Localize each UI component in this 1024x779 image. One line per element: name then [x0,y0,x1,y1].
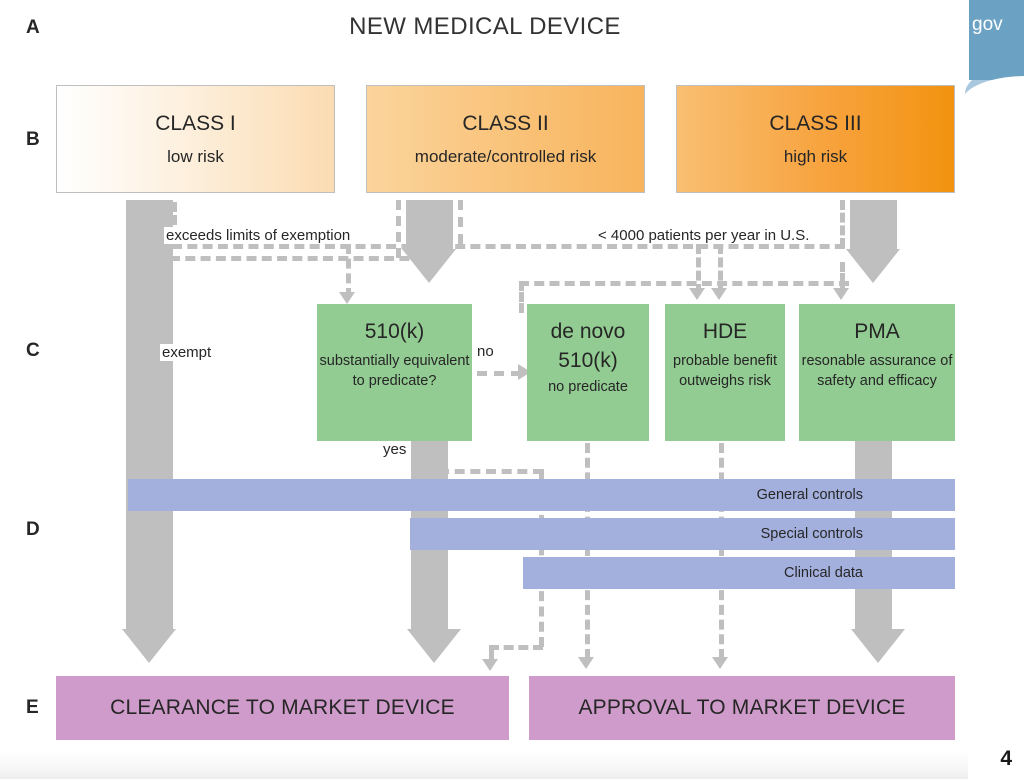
pma-drop-dash [840,262,845,294]
page-number: 4 [1000,747,1012,770]
class-box-1-risk: low risk [167,146,224,166]
hde-drop-arrowhead-2 [711,288,727,300]
pathway-box-510k-subtitle: substantially equivalent to predicate? [319,353,470,389]
class2-arrow-head [402,249,456,283]
pma-drop-arrowhead [833,288,849,300]
no-horizontal-dash [477,371,521,376]
return-line-arrowhead [157,249,170,265]
class2-arrow-shaft [406,200,453,249]
outcome-box-approval-label: APPROVAL TO MARKET DEVICE [578,696,906,719]
control-bar-special[interactable]: Special controls [410,518,955,550]
class2-left-dash [396,200,401,258]
banner-gov-label: gov [972,14,1003,35]
class-box-1-title: CLASS I [155,111,236,135]
pathway-box-de-novo-title-line1: de novo [550,320,626,343]
pma-arrow-head [851,629,905,663]
denovo-to-approval-dash [585,443,590,659]
row-letter-a: A [26,17,40,38]
outcome-box-approval[interactable]: APPROVAL TO MARKET DEVICE [529,676,955,740]
control-bar-clinical-label: Clinical data [784,565,863,581]
class-box-1[interactable]: CLASS I low risk [56,85,335,193]
return-line-left-segment [170,256,440,261]
exceeds-vertical-stub [172,202,177,238]
denovo-return-jog [489,645,543,650]
hde-to-approval-arrowhead [712,657,728,669]
footer-shading [0,751,968,779]
control-bar-general[interactable]: General controls [128,479,955,511]
pathway-box-pma-subtitle: resonable assurance of safety and effica… [801,353,953,389]
denovo-return-horizontal [439,469,543,474]
row-letter-e: E [26,697,39,718]
exceeds-horizontal-upper [172,244,442,249]
pathway-bus-horizontal [519,281,849,286]
exceeds-drop-arrowhead [339,292,355,304]
patients-horizontal-run [440,244,860,249]
pathway-box-de-novo[interactable]: de novo 510(k) no predicate [527,304,649,441]
label-patients-per-year: < 4000 patients per year in U.S. [596,227,812,244]
outcome-box-clearance-label: CLEARANCE TO MARKET DEVICE [110,696,455,719]
hde-drop-dash-2 [718,244,723,294]
control-bar-general-label: General controls [756,487,863,503]
yes-arrow-head [407,629,461,663]
row-letter-d: D [26,519,40,540]
row-letter-b: B [26,129,40,150]
class1-arrow-shaft [126,200,173,629]
class-box-2-risk: moderate/controlled risk [414,146,597,166]
pathway-box-de-novo-title-line2: 510(k) [558,349,618,372]
class3-arrow-shaft [850,200,897,249]
hde-drop-arrowhead [689,288,705,300]
pathway-box-510k[interactable]: 510(k) substantially equivalent to predi… [317,304,472,441]
class2-right-dash [458,200,463,244]
pathway-box-de-novo-subtitle: no predicate [548,379,628,395]
label-exempt: exempt [160,344,214,361]
pathway-box-pma-title: PMA [854,320,900,343]
class-box-3-risk: high risk [783,146,848,166]
denovo-return-riser [439,443,444,471]
label-no: no [475,343,496,360]
outcome-box-clearance[interactable]: CLEARANCE TO MARKET DEVICE [56,676,509,740]
hde-to-approval-dash [719,443,724,659]
pathway-box-hde[interactable]: HDE probable benefit outweighs risk [665,304,785,441]
denovo-to-approval-arrowhead [578,657,594,669]
denovo-return-final-drop [489,645,494,663]
class-box-3[interactable]: CLASS III high risk [676,85,955,193]
pathway-box-510k-title: 510(k) [364,320,425,343]
class-box-2[interactable]: CLASS II moderate/controlled risk [366,85,645,193]
row-letter-c: C [26,340,40,361]
pathway-box-hde-subtitle: probable benefit outweighs risk [673,353,777,389]
page-title: NEW MEDICAL DEVICE [349,13,621,40]
class-box-2-title: CLASS II [462,111,549,135]
pathway-box-pma[interactable]: PMA resonable assurance of safety and ef… [799,304,955,441]
class3-arrow-head [846,249,900,283]
denovo-left-riser [519,281,524,313]
label-yes: yes [381,441,409,458]
exceeds-drop-to-510k [346,244,351,298]
control-bar-special-label: Special controls [760,526,863,542]
pathway-box-hde-title: HDE [702,320,748,343]
hde-drop-dash [696,244,701,294]
class-box-3-title: CLASS III [769,111,862,135]
control-bar-clinical[interactable]: Clinical data [523,557,955,589]
class1-arrow-head [122,629,176,663]
denovo-return-arrowhead [482,659,498,671]
class3-left-dash [840,200,845,248]
banner-blue-decoration [969,0,1024,80]
label-exceeds-limits: exceeds limits of exemption [164,227,353,244]
